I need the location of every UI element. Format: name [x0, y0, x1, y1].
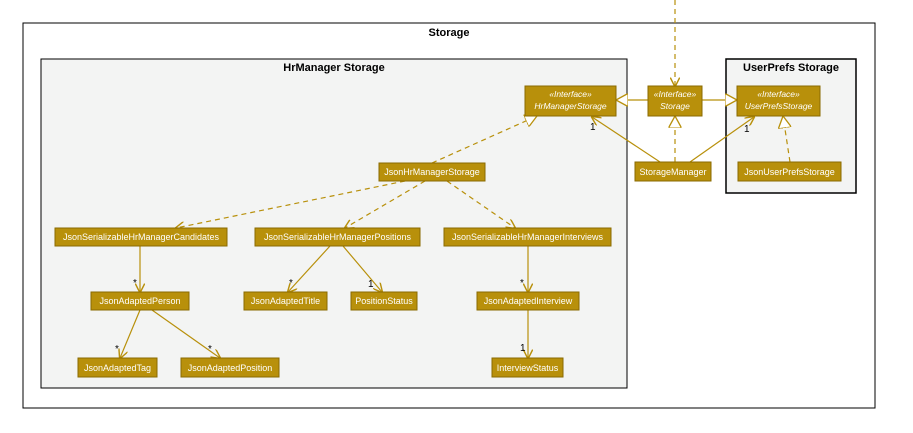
- class-jsonadaptedinterview[interactable]: JsonAdaptedInterview: [476, 291, 580, 311]
- class-label: JsonUserPrefsStorage: [744, 167, 835, 177]
- multiplicity-label: 1: [368, 279, 374, 290]
- class-jsonadaptedposition[interactable]: JsonAdaptedPosition: [180, 357, 280, 378]
- stereotype-label: «Interface»: [549, 89, 592, 99]
- stereotype-label: «Interface»: [757, 89, 800, 99]
- multiplicity-label: *: [520, 278, 524, 289]
- multiplicity-label: 1: [744, 124, 750, 135]
- multiplicity-label: *: [208, 344, 212, 355]
- interface-hrmanagerstorage[interactable]: «Interface» HrManagerStorage: [524, 85, 617, 117]
- class-candidates[interactable]: JsonSerializableHrManagerCandidates: [54, 227, 228, 247]
- class-jsonadaptedtitle[interactable]: JsonAdaptedTitle: [243, 291, 328, 311]
- multiplicity-labels: 1 1 * * 1 * * * 1: [115, 122, 750, 355]
- multiplicity-label: *: [289, 278, 293, 289]
- class-label: JsonAdaptedPosition: [188, 363, 273, 373]
- edge-person-to-tag: [120, 309, 141, 358]
- edge-jsonhrmanager-to-positions: [345, 180, 426, 228]
- interface-name: Storage: [660, 101, 690, 111]
- class-storagemanager[interactable]: StorageManager: [634, 161, 712, 182]
- edge-jsonhrmanager-to-interviews: [446, 180, 515, 228]
- class-label: JsonAdaptedInterview: [484, 296, 573, 306]
- class-interviews[interactable]: JsonSerializableHrManagerInterviews: [443, 227, 612, 247]
- edge-jsonuserprefs-implements: [783, 116, 790, 163]
- multiplicity-label: *: [133, 278, 137, 289]
- class-label: JsonAdaptedTag: [84, 363, 151, 373]
- package-storage-title: Storage: [429, 27, 470, 39]
- edge-jsonhrmanager-to-candidates: [176, 180, 406, 228]
- edge-person-to-position: [151, 309, 220, 358]
- edge-manager-to-hrmanagerstorage: [592, 117, 661, 163]
- class-label: JsonAdaptedTitle: [251, 296, 320, 306]
- class-jsonuserprefsstorage[interactable]: JsonUserPrefsStorage: [737, 161, 842, 182]
- edge-jsonhrmanager-implements: [431, 116, 537, 164]
- interface-name: UserPrefsStorage: [745, 101, 813, 111]
- class-label: JsonSerializableHrManagerPositions: [264, 232, 412, 242]
- interface-userprefsstorage[interactable]: «Interface» UserPrefsStorage: [736, 85, 821, 117]
- class-label: InterviewStatus: [497, 363, 559, 373]
- class-jsonhrmanagerstorage[interactable]: JsonHrManagerStorage: [378, 162, 486, 182]
- class-label: PositionStatus: [355, 296, 413, 306]
- class-positionstatus[interactable]: PositionStatus: [350, 291, 418, 311]
- stereotype-label: «Interface»: [654, 89, 697, 99]
- package-hrmanager-title: HrManager Storage: [283, 62, 384, 74]
- edges: [120, 0, 790, 358]
- edge-positions-to-positionstatus: [342, 245, 382, 292]
- interface-name: HrManagerStorage: [534, 101, 607, 111]
- class-label: StorageManager: [639, 167, 706, 177]
- interface-storage[interactable]: «Interface» Storage: [647, 85, 703, 117]
- class-positions[interactable]: JsonSerializableHrManagerPositions: [254, 227, 421, 247]
- multiplicity-label: *: [115, 344, 119, 355]
- class-label: JsonSerializableHrManagerCandidates: [63, 232, 220, 242]
- edge-manager-to-userprefsstorage: [689, 117, 754, 163]
- multiplicity-label: 1: [590, 122, 596, 133]
- class-interviewstatus[interactable]: InterviewStatus: [491, 357, 564, 378]
- class-jsonadaptedperson[interactable]: JsonAdaptedPerson: [90, 291, 190, 311]
- package-userprefs-title: UserPrefs Storage: [743, 62, 839, 74]
- class-jsonadaptedtag[interactable]: JsonAdaptedTag: [77, 357, 158, 378]
- class-label: JsonHrManagerStorage: [384, 167, 480, 177]
- class-label: JsonAdaptedPerson: [99, 296, 180, 306]
- class-label: JsonSerializableHrManagerInterviews: [452, 232, 604, 242]
- edge-positions-to-title: [288, 245, 331, 292]
- multiplicity-label: 1: [520, 343, 526, 354]
